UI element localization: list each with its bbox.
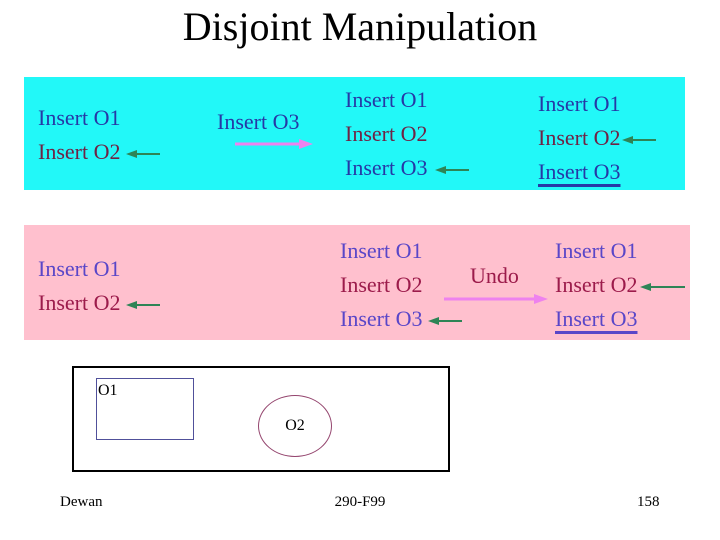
state-line: Insert O1 [38,256,121,281]
state-line: Insert O1 [345,87,428,112]
state-line: Insert O2 [345,121,428,146]
state-block: Insert O1 Insert O2 Insert O3 [340,234,463,336]
left-arrow-icon [126,149,161,158]
left-arrow-icon [622,135,657,144]
left-arrow-icon [428,316,463,325]
state-line: Insert O3 [345,151,470,185]
state-line: Insert O3 [538,159,621,184]
window-o1-label: O1 [98,382,118,399]
pink-panel: Insert O1 Insert O2 Insert O1 Insert O2 … [24,225,690,340]
state-line: Insert O2 [340,272,423,297]
state-line: Insert O1 [38,105,121,130]
right-arrow-icon [235,139,313,149]
footer-author: Dewan [60,494,103,510]
window-o2: O2 [258,395,332,457]
state-line: Insert O3 [217,109,300,134]
state-line: Insert O2 [38,135,161,169]
undo-label: Undo [470,263,519,288]
right-arrow-icon [444,294,548,304]
window-o1: O1 [96,378,194,440]
undo-block: Undo [444,259,548,305]
state-block: Insert O1 Insert O2 Insert O3 [538,87,657,189]
state-line: Insert O2 [38,286,161,320]
state-line: Insert O1 [340,238,423,263]
left-arrow-icon [640,282,686,291]
state-line: Insert O2 [555,268,686,302]
slide-title: Disjoint Manipulation [182,4,538,49]
state-line: Insert O1 [555,238,638,263]
window-o2-label: O2 [285,417,305,434]
left-arrow-icon [126,300,161,309]
desktop-diagram: O1 O2 [72,366,450,472]
state-block: Insert O1 Insert O2 Insert O3 [345,83,470,185]
footer-page-number: 158 [637,494,660,510]
left-arrow-icon [435,165,470,174]
state-line: Insert O3 [340,302,463,336]
footer-course-code: 290-F99 [334,494,386,510]
state-line: Insert O3 [555,306,638,331]
state-block: Insert O1 Insert O2 [38,101,161,169]
state-block: Insert O3 [217,105,313,150]
state-block: Insert O1 Insert O2 [38,252,161,320]
state-line: Insert O1 [538,91,621,116]
state-block: Insert O1 Insert O2 Insert O3 [555,234,686,336]
state-line: Insert O2 [538,121,657,155]
cyan-panel: Insert O1 Insert O2 Insert O3 Insert O1 … [24,77,685,190]
